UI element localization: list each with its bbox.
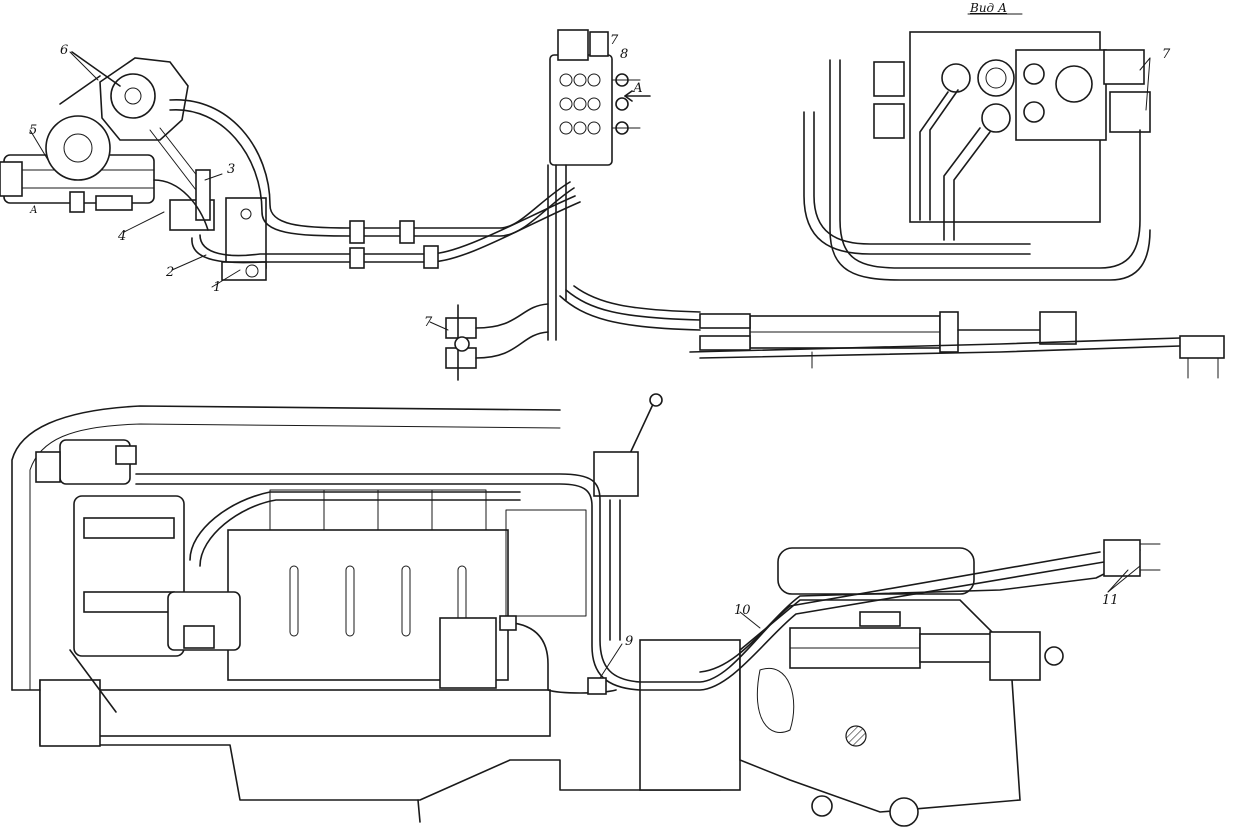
callout-9: 9 — [625, 634, 633, 649]
arrow-a-label: А — [632, 81, 643, 96]
callout-10: 10 — [734, 603, 751, 618]
view-a-title: Вид А — [969, 1, 1007, 15]
tractor-side-view — [11, 393, 1161, 827]
pump-a-label: А — [29, 205, 38, 216]
callout-7-top: 7 — [610, 33, 619, 48]
callout-7-view: 7 — [1162, 47, 1171, 62]
pump-assembly-detail — [0, 51, 581, 288]
callout-3: 3 — [227, 162, 235, 177]
callout-6: 6 — [60, 43, 68, 58]
view-a-detail — [803, 13, 1151, 281]
callout-8: 8 — [620, 47, 628, 62]
callout-5: 5 — [29, 123, 37, 138]
callout-1: 1 — [213, 280, 221, 295]
callout-2: 2 — [165, 265, 174, 280]
distributor-cylinder-detail — [429, 29, 1225, 381]
callout-4: 4 — [117, 229, 126, 244]
callout-7-left: 7 — [424, 315, 433, 330]
callout-11: 11 — [1102, 593, 1119, 608]
